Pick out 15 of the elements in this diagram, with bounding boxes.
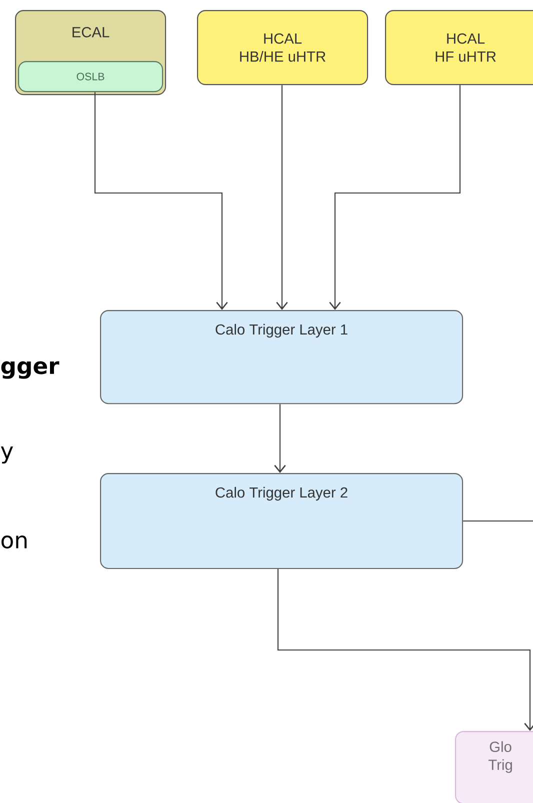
process-box: Calo Trigger Layer 1 bbox=[100, 310, 464, 404]
arrow bbox=[277, 569, 533, 731]
detector-box: HCAL HB/HE uHTR bbox=[197, 10, 368, 86]
detector-box: HCAL HF uHTR bbox=[385, 10, 533, 86]
slide-text: on bbox=[2, 536, 27, 548]
process-box: Glo Trig bbox=[455, 731, 533, 803]
arrow bbox=[274, 404, 286, 473]
arrow bbox=[329, 85, 461, 310]
slide-text: gger bbox=[1, 361, 60, 379]
arrow bbox=[94, 92, 228, 310]
connector-line bbox=[463, 520, 533, 522]
process-box: Calo Trigger Layer 2 bbox=[100, 473, 464, 569]
arrow bbox=[276, 85, 288, 310]
slide-text: y bbox=[0, 446, 13, 464]
board-box: OSLB bbox=[18, 61, 164, 92]
